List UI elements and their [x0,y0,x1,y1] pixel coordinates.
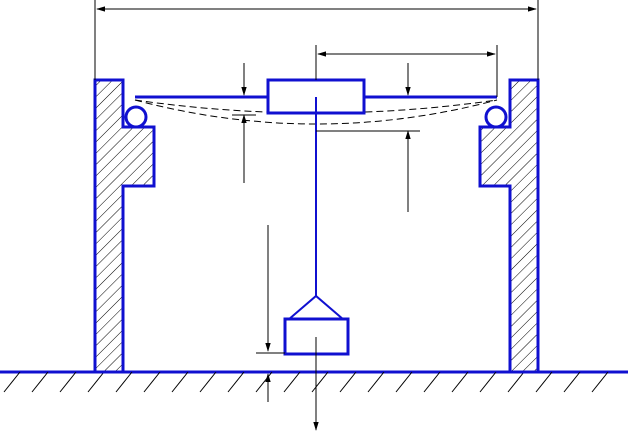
ground [0,370,628,393]
left-column [93,78,156,374]
right-wheel [484,105,508,129]
load-height-dimension [256,225,285,402]
left-wheel [124,105,148,129]
ground-hatching [3,371,609,393]
right-deflection-dimension [316,63,420,212]
load-sling [287,294,345,321]
span-dimension [94,0,539,80]
trolley-position-dimension [315,45,498,97]
left-deflection-dimension [232,63,256,183]
